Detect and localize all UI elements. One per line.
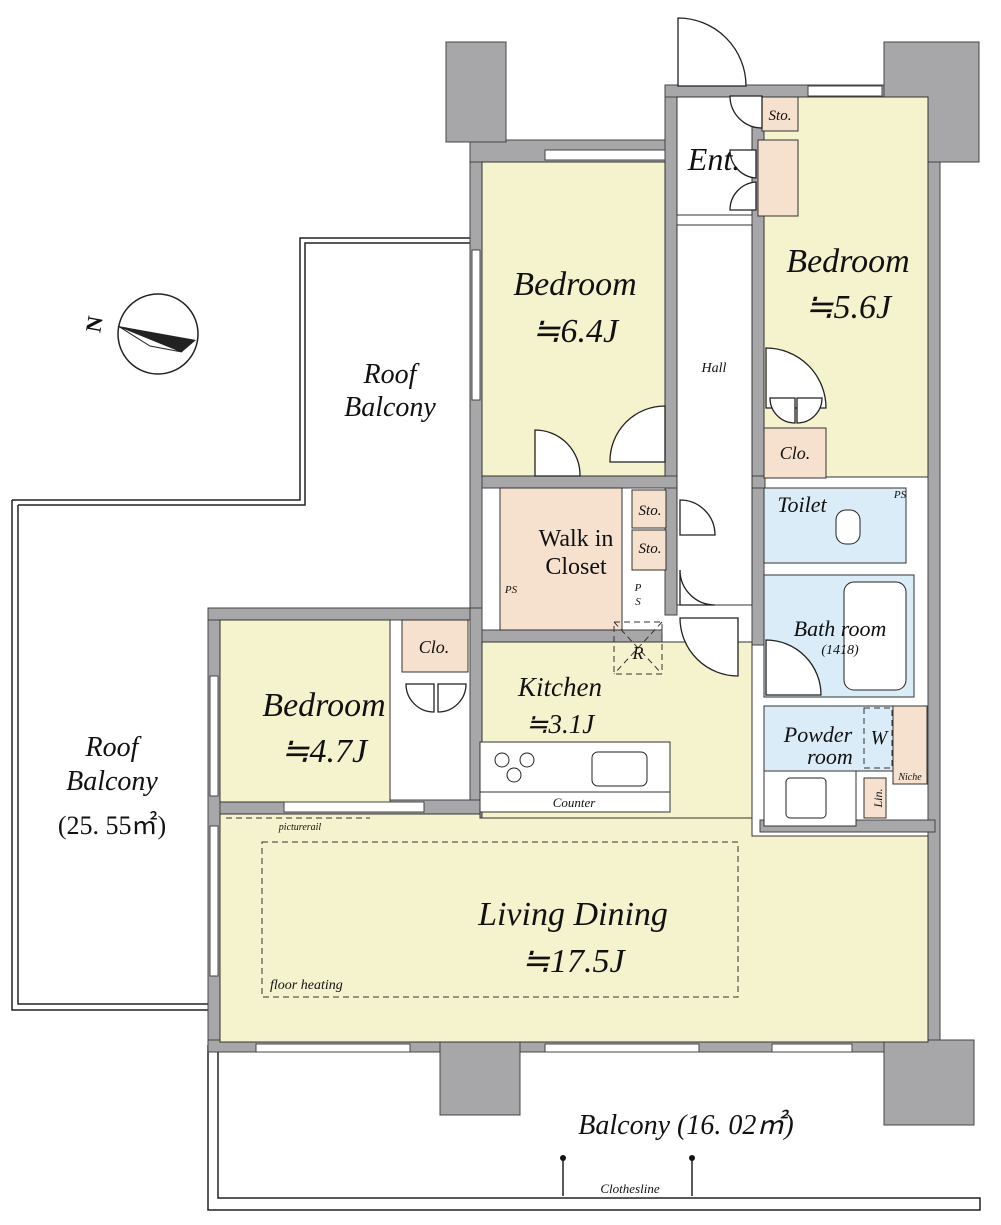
- bedroom-right-name: Bedroom: [786, 243, 909, 280]
- walk-in-closet-line2: Closet: [545, 554, 607, 580]
- bath-sub: (1418): [821, 643, 859, 658]
- p-label: P: [634, 582, 642, 594]
- s-label: S: [635, 596, 641, 608]
- ps-label-left: PS: [504, 584, 518, 596]
- doors: [405, 17, 827, 713]
- bathtub-icon: [843, 581, 907, 691]
- clo-left: [401, 619, 469, 673]
- ps-label-right: PS: [893, 489, 907, 501]
- lin-label: Lin.: [871, 788, 885, 808]
- sto-entrance: [761, 96, 799, 132]
- toilet-name: Toilet: [777, 492, 827, 517]
- powder-line2: room: [807, 744, 853, 769]
- counter-strip: [479, 791, 671, 813]
- sto-hall-2: [631, 529, 667, 571]
- kitchen-size: ≒3.1J: [526, 709, 596, 739]
- balcony-outline: [207, 1045, 981, 1211]
- walk-in-closet-line1: Walk in: [539, 526, 614, 552]
- roof-balcony-left-line2: Balcony: [66, 766, 158, 797]
- roof-balcony-left-line1: Roof: [85, 732, 142, 763]
- sto-hall-1: [631, 489, 667, 529]
- room-fills: [219, 96, 929, 1043]
- roof-balcony-upper-line2: Balcony: [344, 392, 436, 423]
- stove-icon: [494, 752, 535, 783]
- clo-label-left: Clo.: [419, 637, 450, 657]
- toilet-icon: [835, 509, 861, 545]
- bedroom-top-size: ≒6.4J: [532, 313, 620, 350]
- r-label: R: [632, 643, 644, 663]
- bath-name: Bath room: [794, 616, 887, 641]
- kitchen-name: Kitchen: [517, 672, 602, 702]
- balcony-label: Balcony (16. 02㎡): [578, 1109, 793, 1141]
- living-size: ≒17.5J: [521, 943, 626, 980]
- toilet-area: [763, 487, 907, 564]
- bedroom-top-name: Bedroom: [513, 266, 636, 303]
- niche-area: [892, 705, 928, 785]
- lin-area: [863, 777, 887, 819]
- sto-label-entrance: Sto.: [769, 108, 792, 124]
- floor-heating-label: floor heating: [270, 978, 343, 993]
- niche-label: Niche: [897, 772, 922, 783]
- sto-label-hall-2: Sto.: [639, 541, 662, 557]
- roof-balcony-upper-line1: Roof: [363, 359, 420, 390]
- washbasin-icon: [785, 777, 827, 819]
- roof-balcony-outline: [11, 237, 470, 1011]
- roof-balcony-left-area: (25. 55㎡): [58, 811, 166, 840]
- living-name: Living Dining: [477, 896, 668, 933]
- north-compass: N: [80, 293, 199, 375]
- counter-label: Counter: [553, 795, 597, 810]
- entrance-name: Ent.: [687, 141, 740, 177]
- clothesline-label: Clothesline: [600, 1181, 659, 1196]
- bedroom-left-size: ≒4.7J: [281, 733, 369, 770]
- hall-area: [676, 224, 753, 606]
- compass-label: N: [80, 314, 107, 334]
- refrigerator-space: [613, 621, 663, 675]
- floor-heating-outline: [261, 841, 739, 998]
- bedroom-left-name: Bedroom: [262, 687, 385, 724]
- windows: [209, 85, 883, 1053]
- clo-right: [763, 427, 827, 479]
- walk-in-closet-area: [499, 487, 623, 631]
- picture-rail-label: picturerail: [278, 822, 322, 833]
- sink-icon: [591, 751, 648, 787]
- clo-label-right: Clo.: [780, 443, 811, 463]
- w-label: W: [871, 727, 890, 749]
- living-area: [219, 813, 929, 1043]
- hall-name: Hall: [701, 361, 727, 376]
- bedroom-right-size: ≒5.6J: [805, 289, 893, 326]
- sto-shoe: [757, 139, 799, 217]
- sto-label-hall-1: Sto.: [639, 503, 662, 519]
- powder-line1: Powder: [783, 722, 853, 747]
- washer-space: [863, 707, 893, 769]
